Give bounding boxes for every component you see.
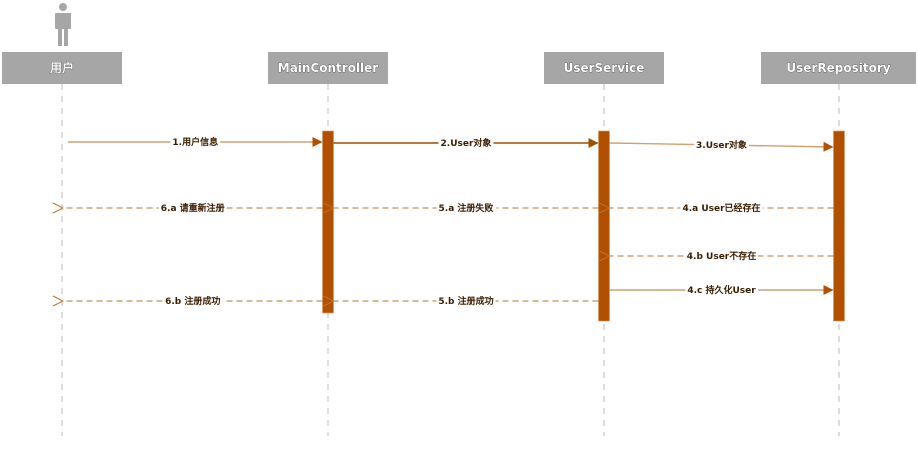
participant-box (544, 52, 664, 84)
message-label: 4.a User已经存在 (682, 202, 760, 214)
message-label: 6.a 请重新注册 (161, 202, 225, 214)
participant-us[interactable]: UserService (544, 52, 664, 84)
message-m3[interactable]: 3.User对象 (609, 139, 834, 152)
participant-ur[interactable]: UserRepository (761, 52, 916, 84)
message-label: 5.a 注册失败 (439, 202, 495, 214)
label-background (680, 202, 763, 214)
participant-label: UserService (564, 61, 645, 75)
message-m6b[interactable]: 6.b 注册成功 (63, 295, 323, 307)
activation-bar-us (598, 130, 610, 322)
actor-icon (55, 3, 71, 46)
label-background (436, 295, 496, 307)
participant-user[interactable]: 用户 (2, 52, 122, 84)
message-label: 6.b 注册成功 (165, 295, 220, 307)
label-background (685, 284, 759, 296)
message-label: 1.用户信息 (172, 136, 218, 148)
participant-box (761, 52, 916, 84)
message-label: 5.b 注册成功 (438, 295, 493, 307)
message-m6a[interactable]: 6.a 请重新注册 (63, 202, 323, 214)
message-label: 4.c 持久化User (687, 284, 756, 296)
message-m5a[interactable]: 5.a 注册失败 (334, 202, 599, 214)
message-m2[interactable]: 2.User对象 (333, 137, 599, 149)
message-m4c[interactable]: 4.c 持久化User (609, 284, 834, 296)
label-background (163, 295, 223, 307)
participant-label: 用户 (49, 60, 74, 75)
label-background (158, 202, 227, 214)
participant-box (268, 52, 388, 84)
label-background (170, 136, 221, 148)
message-m1[interactable]: 1.用户信息 (68, 136, 323, 148)
message-label: 4.b User不存在 (687, 250, 756, 262)
label-background (436, 202, 497, 214)
label-background (684, 250, 759, 262)
participant-label: UserRepository (786, 61, 890, 75)
participant-mc[interactable]: MainController (268, 52, 388, 84)
label-background (694, 139, 749, 151)
message-m4b[interactable]: 4.b User不存在 (610, 250, 834, 262)
message-m4a[interactable]: 4.a User已经存在 (610, 202, 834, 214)
message-m5b[interactable]: 5.b 注册成功 (334, 295, 599, 307)
activation-bar-mc (322, 130, 334, 314)
activation-bar-ur (833, 130, 845, 322)
participant-box (2, 52, 122, 84)
label-background (438, 137, 494, 149)
participant-label: MainController (278, 61, 379, 75)
message-label: 3.User对象 (696, 139, 747, 151)
message-label: 2.User对象 (441, 137, 492, 149)
